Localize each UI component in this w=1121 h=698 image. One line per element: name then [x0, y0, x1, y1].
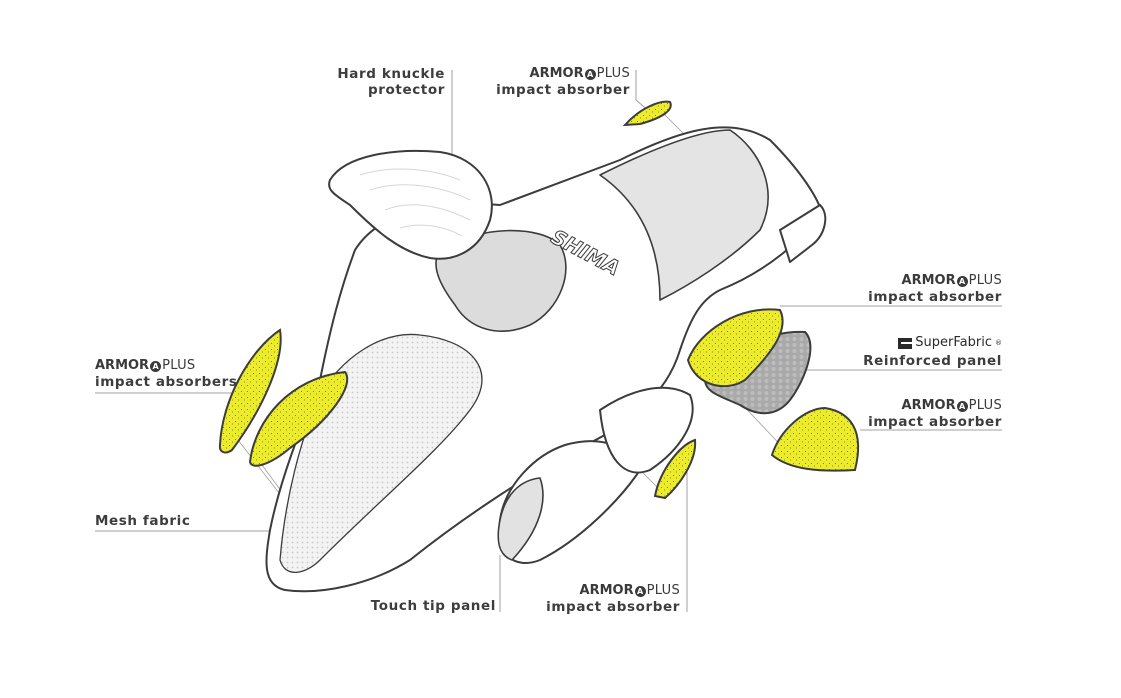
callout-touch-tip: Touch tip panel [370, 598, 496, 614]
absorber-right-1 [686, 308, 784, 388]
callout-mesh: Mesh fabric [95, 513, 191, 529]
superfabric-mark-icon [898, 337, 913, 349]
absorber-top [622, 100, 672, 127]
armor-a-icon: A [150, 361, 162, 372]
callout-reinforced: SuperFabric® Reinforced panel [863, 335, 1002, 369]
absorber-left-1 [218, 328, 282, 454]
armor-a-icon: A [634, 586, 646, 597]
absorber-left-2 [248, 370, 349, 467]
cuff-panel [599, 129, 769, 301]
leader-top-absorber [635, 70, 651, 113]
armor-a-icon: A [956, 401, 968, 412]
callout-knuckle: Hard knuckle protector [337, 66, 445, 98]
touch-tip-panel [497, 477, 544, 561]
thumb [779, 204, 827, 263]
armor-a-icon: A [956, 276, 968, 287]
finger-right [599, 386, 694, 474]
back-panel [435, 229, 567, 332]
superfabric-logo: SuperFabric® [898, 335, 1002, 351]
absorber-bottom [653, 438, 697, 500]
absorber-right-2 [770, 406, 860, 472]
knuckle-protector [328, 149, 493, 260]
absorbers [218, 100, 860, 500]
armor-a-icon: A [584, 69, 596, 80]
